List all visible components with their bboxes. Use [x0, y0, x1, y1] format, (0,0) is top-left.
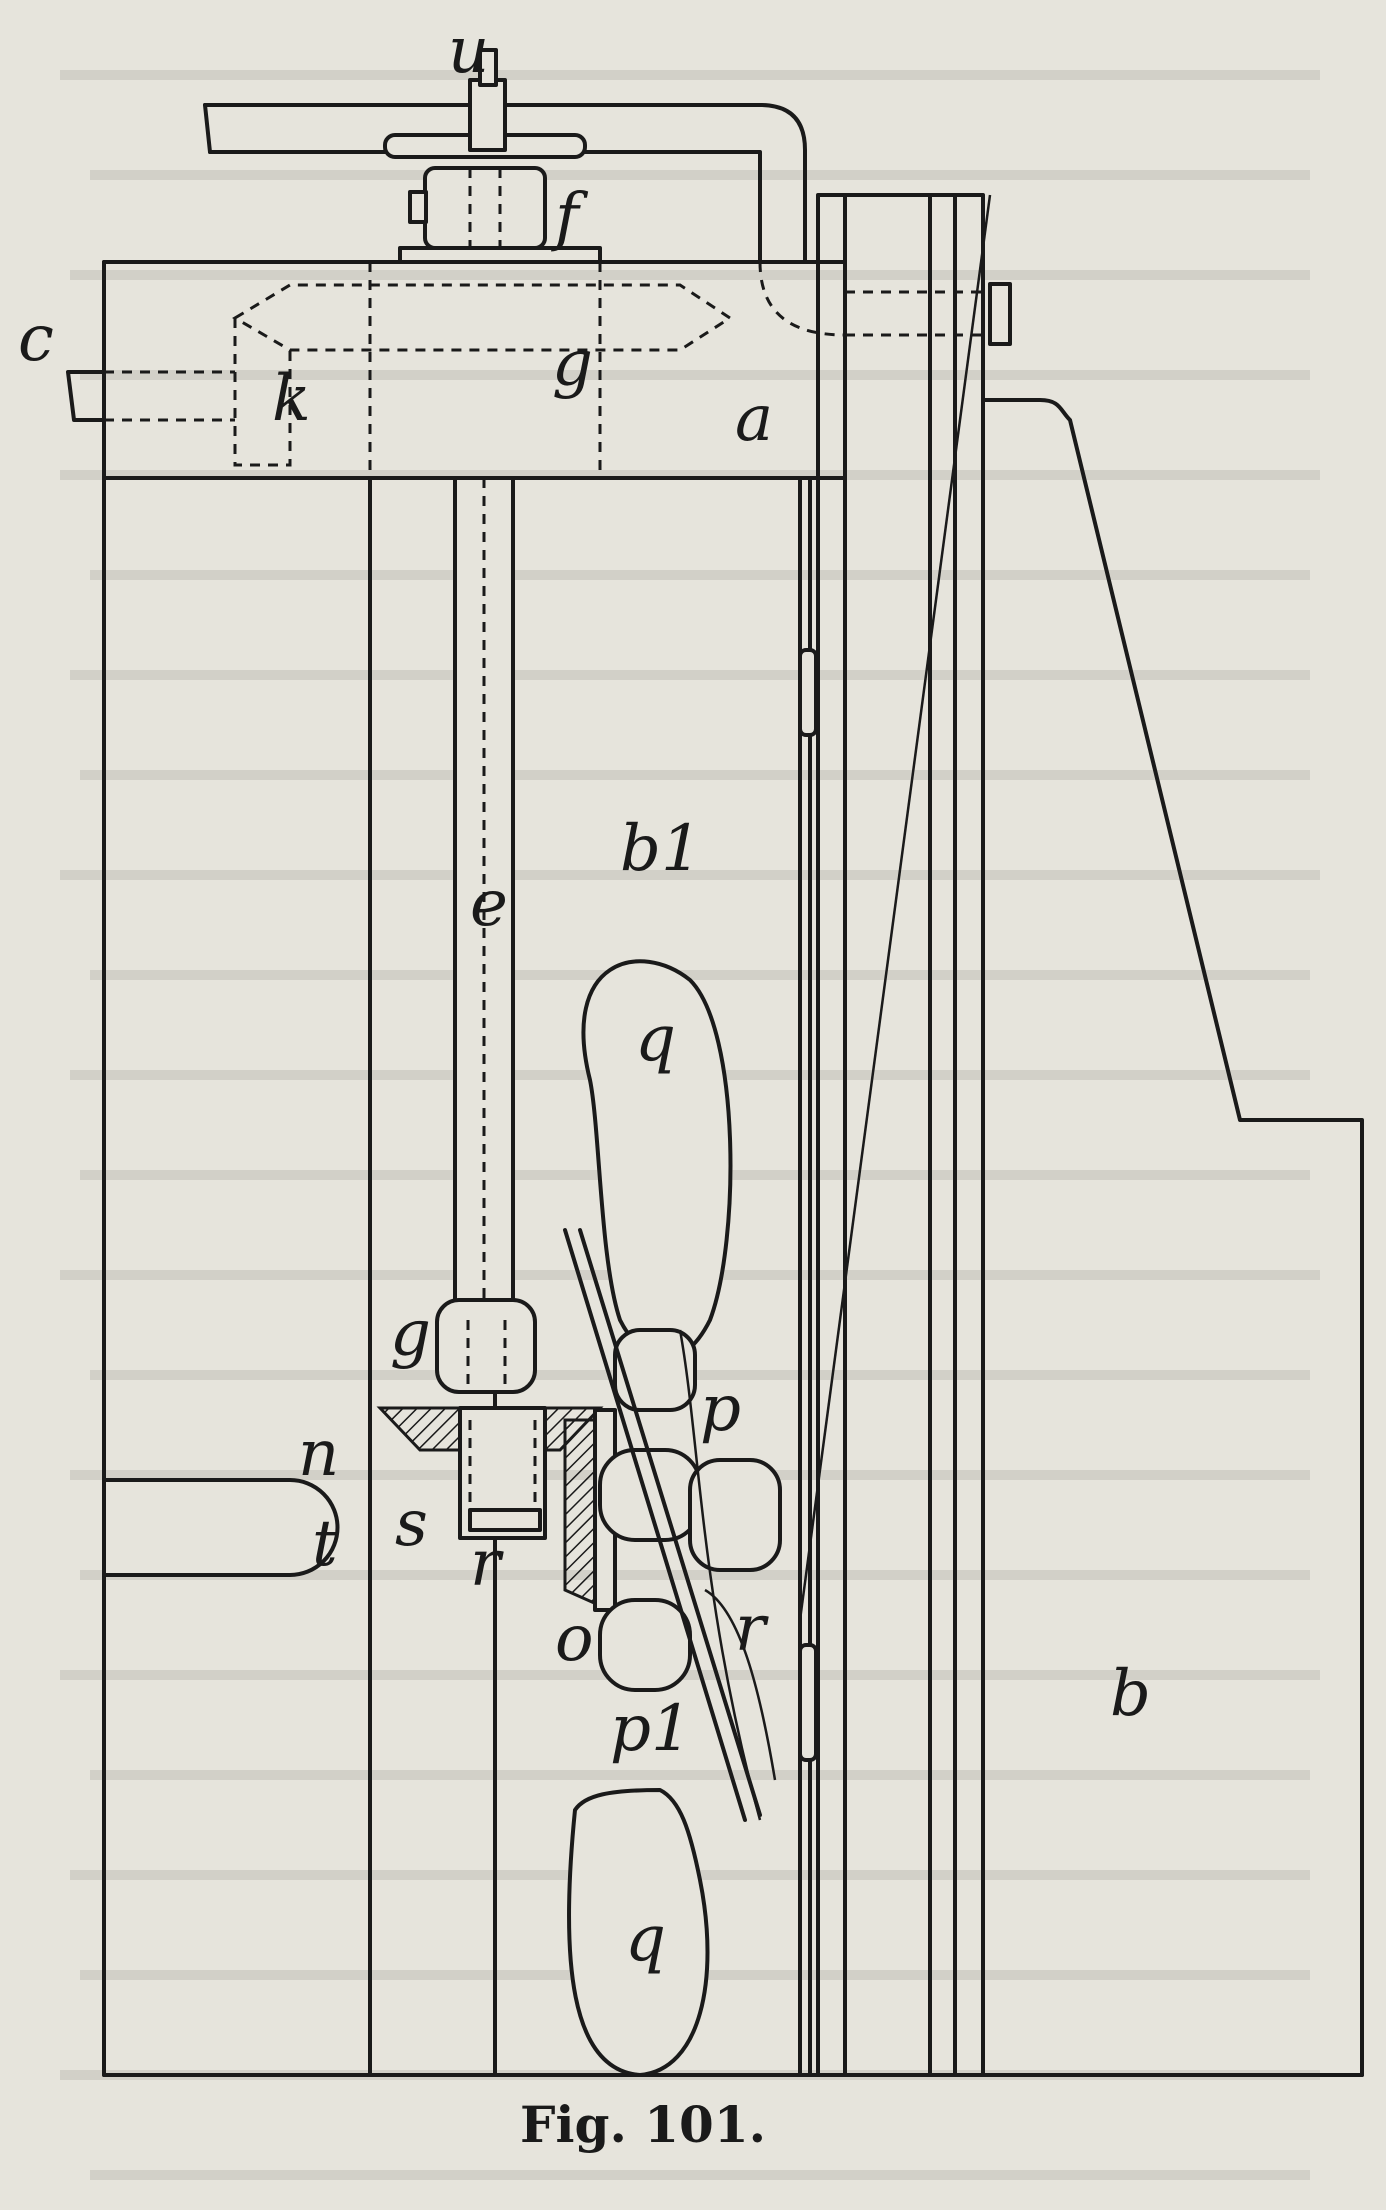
label-b: b	[1110, 1657, 1151, 1731]
guide-rails	[798, 193, 992, 2077]
outer-frame	[102, 260, 1364, 2077]
label-p: p	[700, 1372, 741, 1446]
label-p1: p1	[610, 1692, 692, 1766]
label-b1: b1	[620, 812, 702, 886]
label-g: g	[390, 1297, 431, 1371]
label-s: s	[395, 1487, 428, 1561]
label-q-bottom: q	[625, 1902, 666, 1976]
label-a: a	[735, 382, 773, 456]
label-f: f	[551, 180, 589, 254]
propeller-assembly	[563, 959, 782, 2077]
label-q-top: q	[635, 1002, 676, 1076]
part-labels: u f c g k a b1 e q g p n t s r o r p1 b …	[18, 14, 1151, 1976]
figure-caption: Fig. 101.	[520, 2095, 766, 2154]
label-g-top: g	[552, 327, 593, 401]
label-k: k	[272, 362, 311, 436]
label-r-right: r	[735, 1592, 769, 1666]
label-n: n	[298, 1417, 339, 1491]
label-c: c	[18, 302, 54, 376]
label-o: o	[555, 1602, 594, 1676]
label-e: e	[470, 867, 508, 941]
housing-b	[981, 398, 1364, 2077]
label-r: r	[470, 1527, 504, 1601]
label-t: t	[312, 1507, 338, 1581]
bevel-gear-assembly	[376, 1298, 617, 1613]
top-crank	[203, 48, 807, 264]
shaft-e	[453, 476, 515, 1330]
label-u: u	[448, 14, 489, 88]
pitman-bar-t	[102, 1478, 340, 1577]
